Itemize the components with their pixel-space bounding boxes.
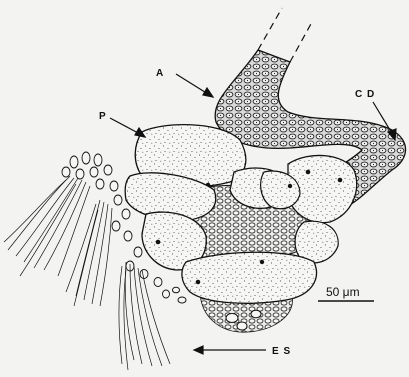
nucleus bbox=[196, 280, 201, 285]
lobe-cell bbox=[182, 252, 317, 303]
nucleus bbox=[306, 170, 311, 175]
nucleus bbox=[260, 260, 264, 264]
loose-cell bbox=[251, 310, 261, 318]
label-cd: C D bbox=[355, 89, 375, 100]
nucleus bbox=[288, 184, 292, 188]
nucleus bbox=[156, 240, 161, 245]
label-es: E S bbox=[272, 346, 291, 357]
arrowhead-es bbox=[194, 346, 203, 354]
arrow-a bbox=[176, 74, 208, 94]
loose-cell bbox=[173, 287, 180, 293]
scale-bar-label: 50 μm bbox=[326, 285, 360, 299]
loose-cell bbox=[226, 314, 238, 323]
nucleus bbox=[338, 178, 343, 183]
label-p: P bbox=[99, 111, 107, 122]
label-a: A bbox=[156, 68, 164, 79]
arrowhead-a bbox=[203, 88, 213, 97]
duct-continuation-line bbox=[258, 8, 282, 50]
arrow-p bbox=[110, 118, 140, 134]
loose-cell bbox=[237, 322, 247, 330]
loose-cell bbox=[178, 297, 186, 303]
duct-continuation-line bbox=[290, 22, 312, 62]
